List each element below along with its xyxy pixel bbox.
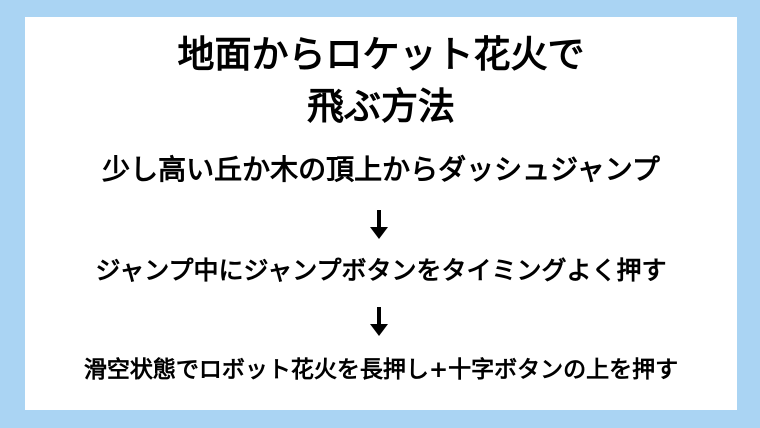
arrow-down-icon xyxy=(370,307,388,336)
step-2: ジャンプ中にジャンプボタンをタイミングよく押す xyxy=(95,256,667,285)
step-3: 滑空状態でロボット花火を長押し+十字ボタンの上を押す xyxy=(83,357,679,383)
step-1: 少し高い丘か木の頂上からダッシュジャンプ xyxy=(102,153,660,186)
content-card: 地面からロケット花火で 飛ぶ方法 少し高い丘か木の頂上からダッシュジャンプ ジャ… xyxy=(25,17,737,410)
title-line-1: 地面からロケット花火で xyxy=(177,33,585,76)
title-line-2: 飛ぶ方法 xyxy=(307,85,455,128)
arrow-down-icon xyxy=(370,210,388,239)
